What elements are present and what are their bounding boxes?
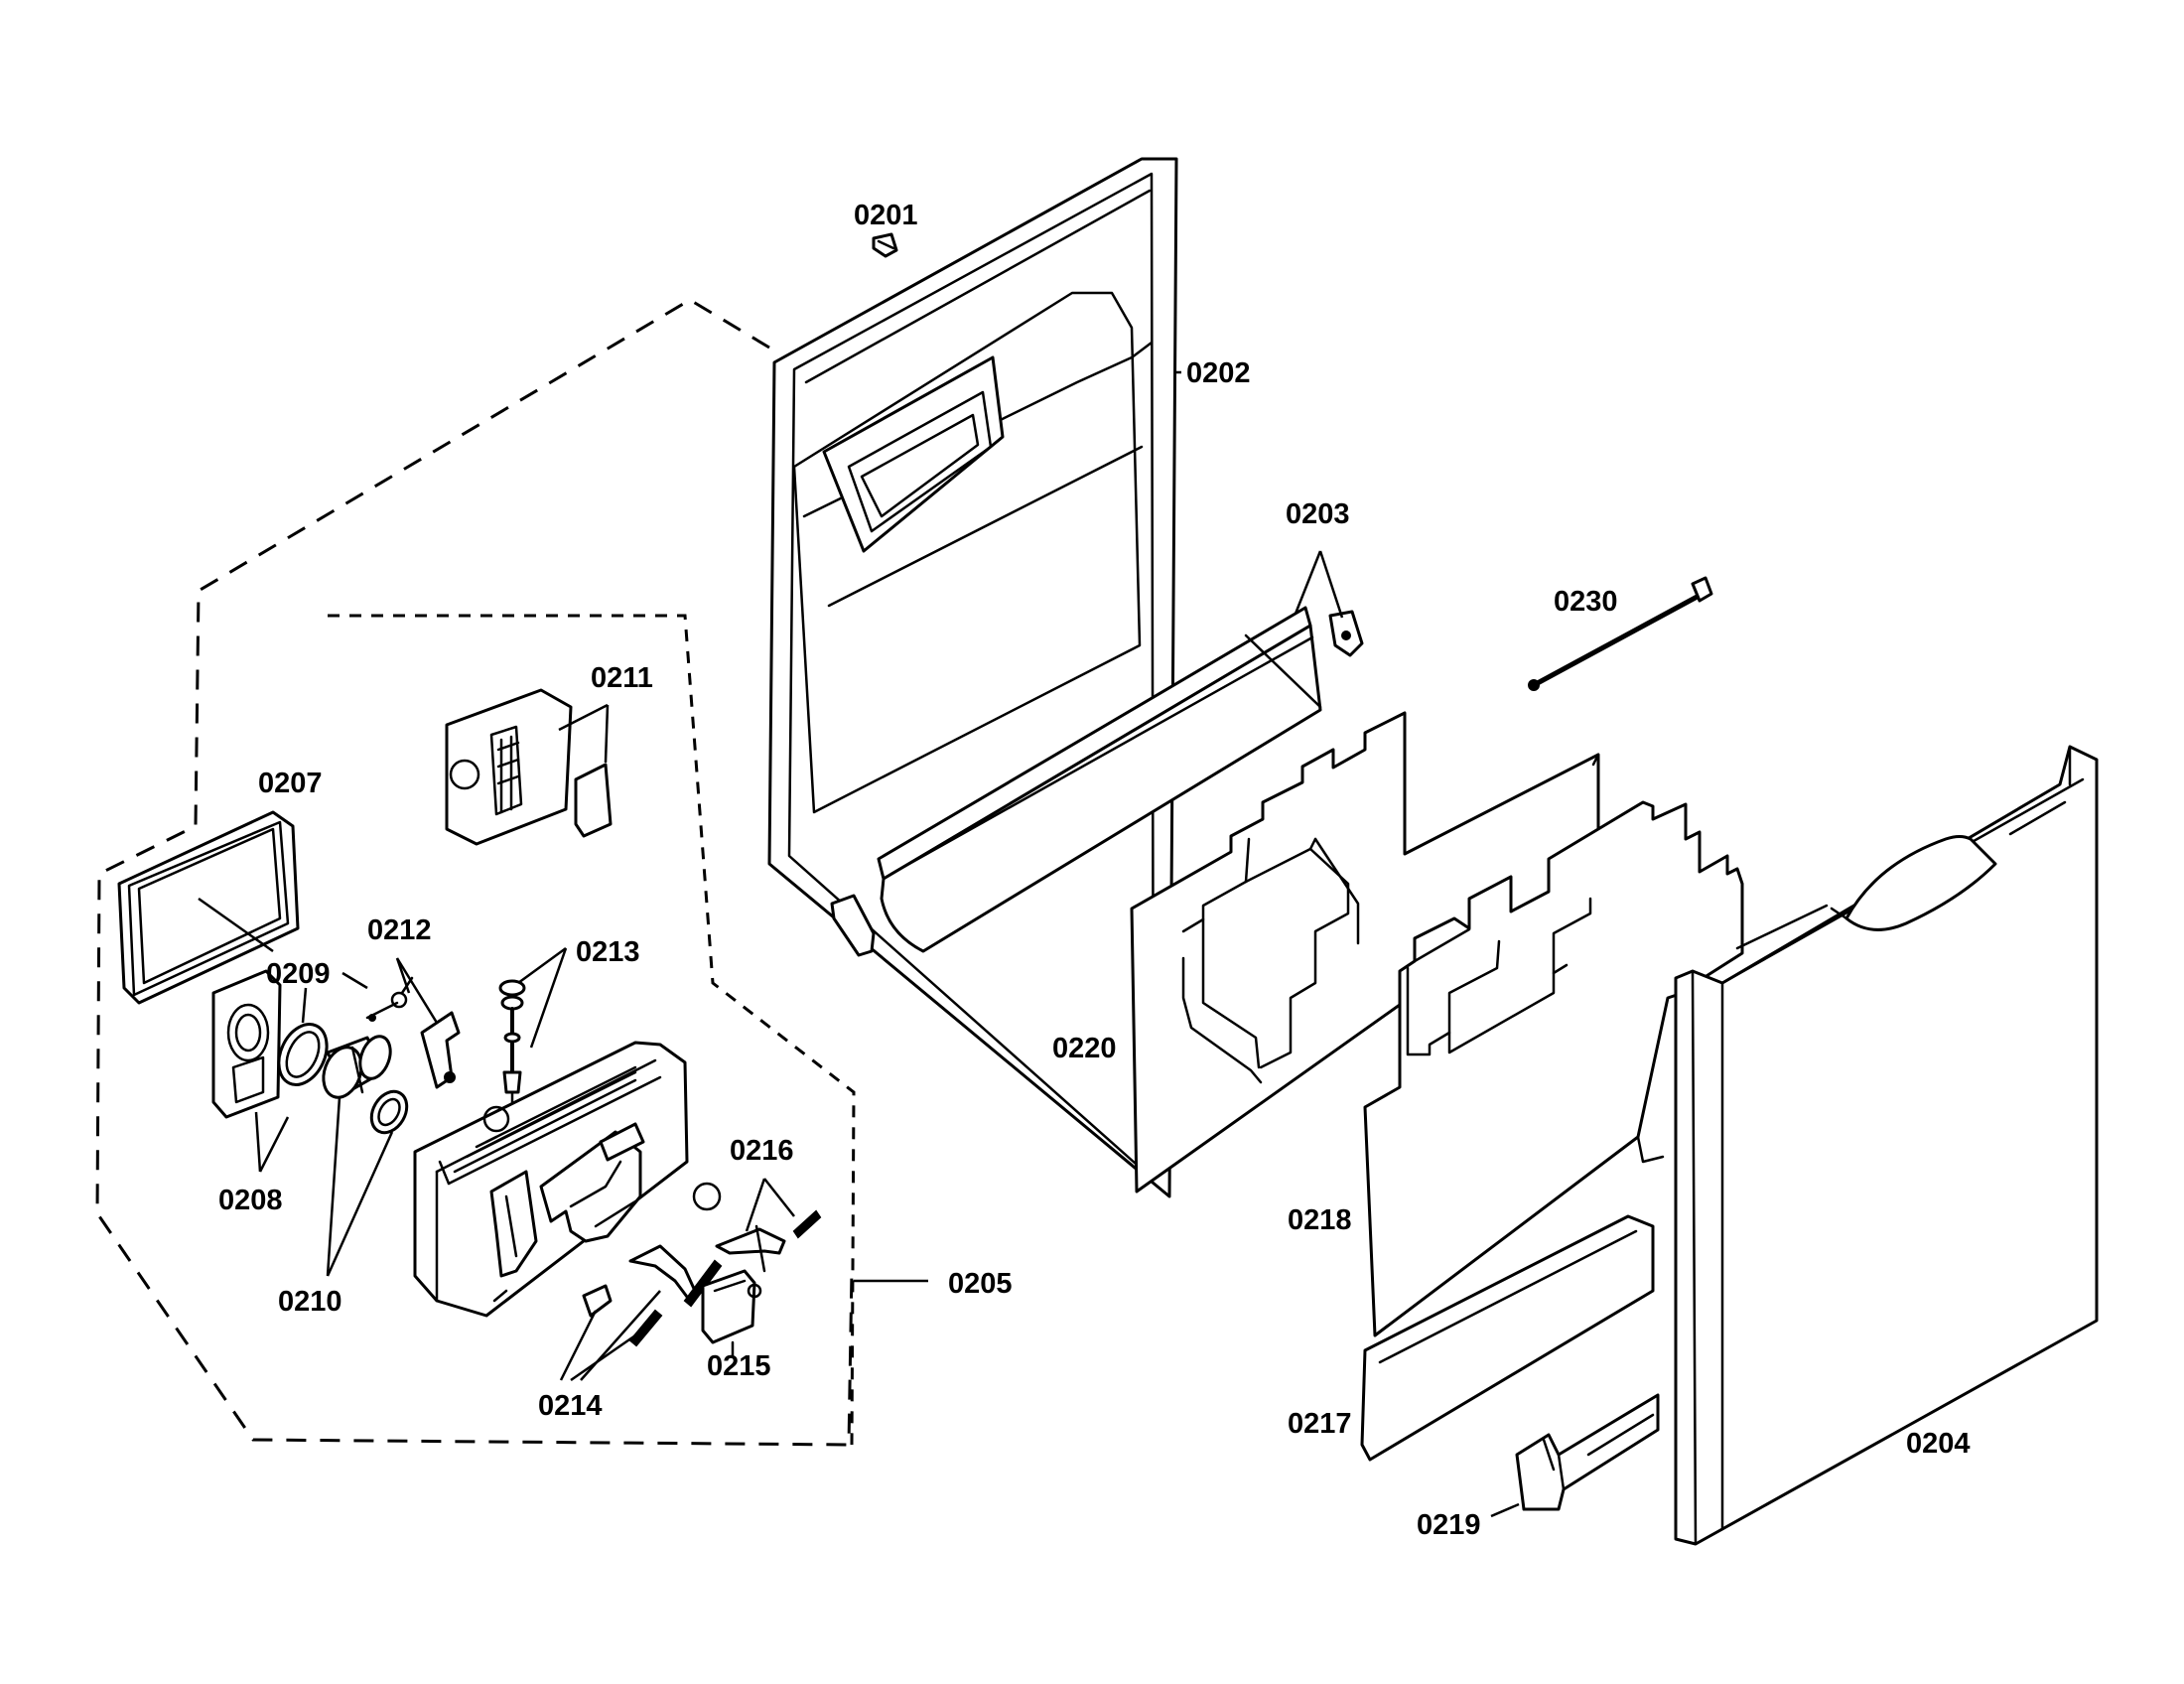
part-0214-spring-set	[582, 1244, 723, 1347]
callout-0203: 0203	[1286, 498, 1350, 530]
callout-0220: 0220	[1052, 1033, 1117, 1064]
leader-0209-b	[301, 987, 308, 1024]
part-0209-ring	[277, 1023, 329, 1086]
leader-0212-a	[395, 957, 411, 994]
leader-0216-b	[763, 1178, 795, 1217]
part-0202-inner-door	[767, 157, 1178, 1198]
leader-0209-a	[198, 897, 274, 953]
callout-0210: 0210	[278, 1286, 342, 1318]
leader-0208-a	[254, 1111, 262, 1173]
part-dispenser-housing	[413, 1041, 689, 1318]
leader-0210-a	[326, 1096, 341, 1277]
callout-0218: 0218	[1288, 1204, 1352, 1236]
leader-0208-b	[258, 1116, 290, 1173]
part-0217-strip	[1360, 1214, 1655, 1462]
leader-0214-b	[570, 1333, 636, 1382]
callout-0207: 0207	[258, 768, 323, 799]
callout-0214: 0214	[538, 1390, 603, 1422]
leader-0219	[1490, 1502, 1520, 1518]
leader-0203-b	[1318, 550, 1344, 619]
leader-0210-b	[326, 1131, 394, 1277]
leader-0211-a	[558, 703, 609, 732]
leader-0214-a	[559, 1310, 598, 1381]
part-0210-cap	[322, 1035, 409, 1135]
part-0215-switch	[701, 1269, 762, 1357]
part-0216-latch	[692, 1182, 822, 1273]
callout-0211: 0211	[591, 662, 653, 694]
leader-0212-b	[395, 957, 439, 1024]
part-0204-outer-door	[1674, 745, 2099, 1546]
callout-0208: 0208	[218, 1185, 283, 1216]
part-0220-insulation-panel	[1130, 711, 1600, 1193]
callout-0215: 0215	[707, 1350, 771, 1382]
part-0203-rail	[830, 606, 1364, 957]
callout-0201: 0201	[854, 200, 918, 231]
part-0211-filter	[445, 688, 613, 846]
part-0219-handle	[1515, 1393, 1660, 1511]
part-0208-cover	[211, 969, 282, 1119]
callout-0217: 0217	[1288, 1408, 1352, 1440]
leader-0213-b	[529, 947, 568, 1049]
outer-dashed-boundary	[95, 298, 854, 1447]
callout-0216: 0216	[730, 1135, 794, 1167]
callout-0212: 0212	[367, 914, 432, 946]
callout-0213: 0213	[576, 936, 640, 968]
leader-0203-a	[1294, 550, 1322, 615]
part-0213-pin	[498, 979, 526, 1106]
part-0212-lever	[365, 976, 461, 1089]
inner-dashed-boundary	[328, 614, 856, 1446]
callout-0230: 0230	[1554, 586, 1618, 618]
callout-0202: 0202	[1186, 357, 1251, 389]
part-0201-screw	[872, 232, 898, 258]
callout-0204: 0204	[1906, 1428, 1971, 1460]
leader-0214-c	[580, 1290, 661, 1381]
callout-0209: 0209	[266, 958, 331, 990]
callout-0219: 0219	[1417, 1509, 1481, 1541]
part-0230-cable	[1528, 576, 1713, 691]
part-0207-gasket	[117, 810, 300, 1005]
callout-0205: 0205	[948, 1268, 1013, 1300]
leader-0209-c	[341, 971, 368, 990]
leader-0216-a	[745, 1178, 766, 1232]
leader-0213-a	[517, 946, 567, 985]
leader-0211-b	[604, 704, 610, 764]
